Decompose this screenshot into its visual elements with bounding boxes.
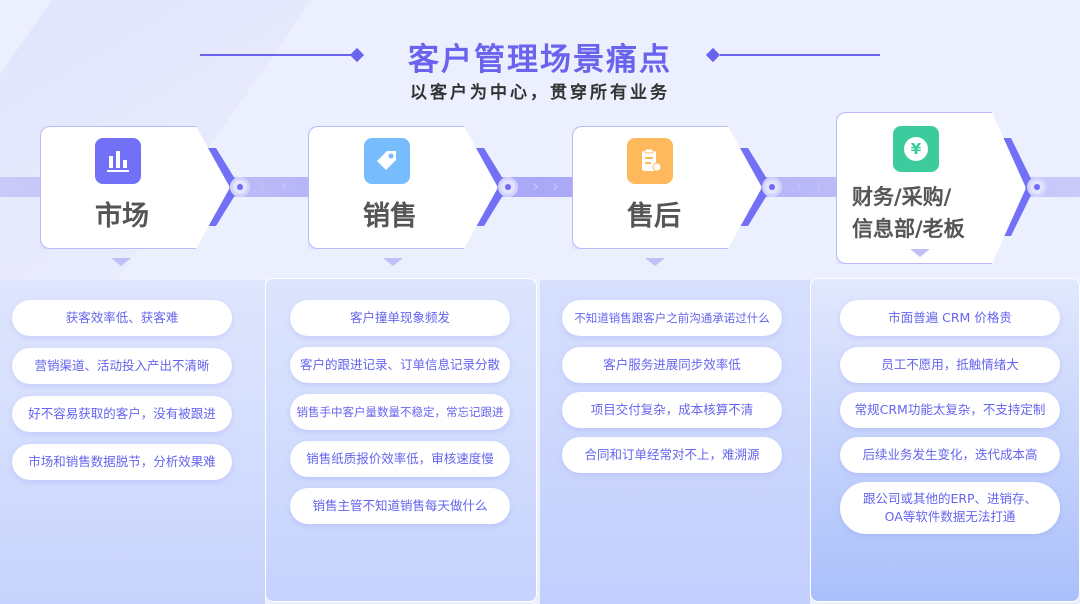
pain-point-item: 跟公司或其他的ERP、进销存、OA等软件数据无法打通 (840, 482, 1060, 534)
page-subtitle: 以客户为中心，贯穿所有业务 (410, 83, 670, 103)
pain-point-item: 销售纸质报价效率低，审核速度慢 (290, 441, 510, 477)
pain-point-item: 销售手中客户量数量不稳定，常忘记跟进 (290, 394, 510, 430)
stage-card-aftersales (572, 126, 762, 249)
chevron-right-icon: › (815, 176, 823, 197)
pain-point-item: 客户的跟进记录、订单信息记录分散 (290, 347, 510, 383)
stage-title: 售后 (627, 201, 681, 232)
flow-track (0, 177, 1080, 197)
flow-node (762, 177, 782, 197)
pain-point-item: 销售主管不知道销售每天做什么 (290, 488, 510, 524)
pain-point-item: 常规CRM功能太复杂，不支持定制 (840, 392, 1060, 428)
stage-title-line: 信息部/老板 (852, 217, 965, 241)
flow-node (1027, 177, 1047, 197)
tag-icon (364, 138, 410, 184)
clipboard-phone-icon (627, 138, 673, 184)
pain-point-item: 合同和订单经常对不上，难溯源 (562, 437, 782, 473)
chevron-right-icon: › (280, 176, 288, 197)
chevron-right-icon: › (258, 176, 266, 197)
bar-chart-icon (95, 138, 141, 184)
chevron-right-icon: › (532, 176, 540, 197)
pain-point-item: 项目交付复杂，成本核算不清 (562, 392, 782, 428)
pain-point-item: 市场和销售数据脱节，分析效果难 (12, 444, 232, 480)
title-line-right (720, 54, 880, 56)
pain-point-item: 市面普遍 CRM 价格贵 (840, 300, 1060, 336)
down-arrow-icon (111, 258, 131, 266)
chevron-right-icon: › (552, 176, 560, 197)
flow-node (498, 177, 518, 197)
stage-title: 销售 (363, 201, 417, 232)
stage-title: 市场 (95, 201, 149, 232)
yen-icon: ¥ (893, 126, 939, 172)
pain-point-item: 客户服务进展同步效率低 (562, 347, 782, 383)
pain-point-item: 客户撞单现象频发 (290, 300, 510, 336)
chevron-right-icon: › (795, 176, 803, 197)
title-line-left (200, 54, 355, 56)
stage-title: 财务/采购/信息部/老板 (852, 181, 1012, 245)
yen-glyph: ¥ (904, 137, 928, 161)
stage-title-line: 财务/采购/ (852, 185, 952, 209)
pain-point-item: 营销渠道、活动投入产出不清晰 (12, 348, 232, 384)
down-arrow-icon (910, 249, 930, 257)
flow-node (230, 177, 250, 197)
pain-point-item: 好不容易获取的客户，没有被跟进 (12, 396, 232, 432)
down-arrow-icon (383, 258, 403, 266)
page-title: 客户管理场景痛点 (408, 42, 672, 78)
pain-point-item: 获客效率低、获客难 (12, 300, 232, 336)
pain-point-item: 后续业务发生变化，迭代成本高 (840, 437, 1060, 473)
down-arrow-icon (645, 258, 665, 266)
pain-point-item: 员工不愿用，抵触情绪大 (840, 347, 1060, 383)
pain-point-item: 不知道销售跟客户之前沟通承诺过什么 (562, 300, 782, 336)
